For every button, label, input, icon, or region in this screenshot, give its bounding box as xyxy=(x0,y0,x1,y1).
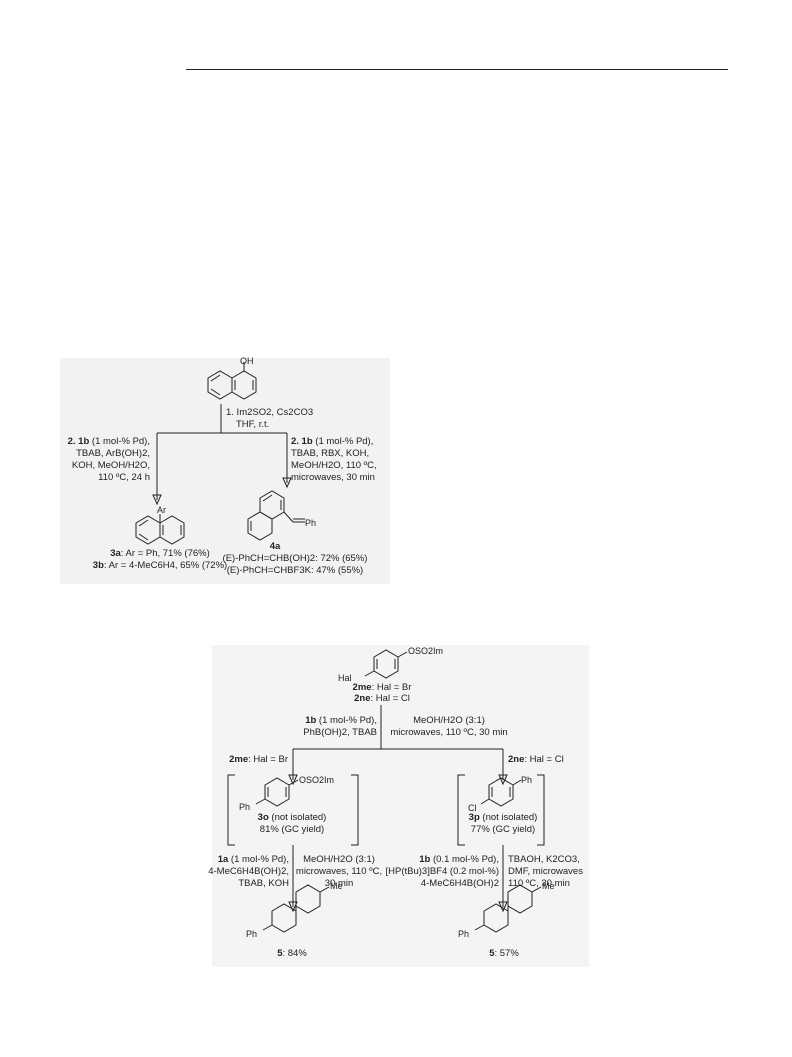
intermediate-3o-structure xyxy=(255,777,299,807)
final-left-me: Me xyxy=(330,881,343,891)
product-4a-label: 4a xyxy=(269,541,281,552)
final-product-right-structure xyxy=(474,884,542,933)
intermediate-3o-substituent: OSO2Im xyxy=(299,775,334,785)
branch-left-label: 2me: Hal = Br xyxy=(229,754,288,765)
cond1-left-line1: 1b (1 mol-% Pd), xyxy=(305,715,377,726)
right-conditions-line1: 2. 1b (1 mol-% Pd), xyxy=(291,436,374,447)
cond2-rightright-line1: TBAOH, K2CO3, xyxy=(508,854,580,865)
product-4a-yield2: (E)-PhCH=CHBF3K: 47% (55%) xyxy=(226,565,364,576)
cond2-left-line3: TBAB, KOH xyxy=(238,878,289,889)
product-4a-yield1: (E)-PhCH=CHB(OH)2: 72% (65%) xyxy=(222,553,368,564)
intermediate-3p-ph: Ph xyxy=(521,775,532,785)
final-right-ph: Ph xyxy=(458,929,469,939)
cond2-right-line2: [HP(tBu)3]BF4 (0.2 mol-%) xyxy=(385,866,500,877)
intermediate-3p-structure xyxy=(480,777,522,807)
ar-label: Ar xyxy=(157,505,166,515)
cond2-left-line2: 4-MeC6H4B(OH)2, xyxy=(208,866,289,877)
left-arrowhead xyxy=(152,494,162,506)
intermediate-3p-cl: Cl xyxy=(468,803,477,813)
right-conditions-line3: MeOH/H2O, 110 ºC, xyxy=(291,460,377,471)
ph-label: Ph xyxy=(305,518,316,528)
step1-conditions: THF, r.t. xyxy=(236,419,270,430)
scheme-naphthol-coupling: OH Ph A xyxy=(60,356,390,584)
final-right-yield: 5: 57% xyxy=(489,948,519,959)
final-left-ph: Ph xyxy=(246,929,257,939)
cond1-right-line2: microwaves, 110 ºC, 30 min xyxy=(390,727,508,738)
cond2-rightright-line3: 110 ºC, 30 min xyxy=(508,878,570,889)
intermediate-3o-label: 3o (not isolated) xyxy=(257,812,327,823)
cond2-leftright-line2: microwaves, 110 ºC, xyxy=(295,866,383,877)
cond2-leftright-line1: MeOH/H2O (3:1) xyxy=(303,854,375,865)
styryl-naphthalene-structure xyxy=(247,490,305,541)
final-product-left-structure xyxy=(262,884,330,933)
start-substituent: OSO2Im xyxy=(408,646,443,656)
aryl-naphthalene-structure xyxy=(135,514,185,545)
oh-label: OH xyxy=(240,356,254,366)
left-conditions-line3: KOH, MeOH/H2O, xyxy=(71,460,150,471)
right-conditions-line2: TBAB, RBX, KOH, xyxy=(291,448,370,459)
intermediate-3o-ph: Ph xyxy=(239,802,250,812)
cond2-right-line1: 1b (0.1 mol-% Pd), xyxy=(419,854,499,865)
start-hal-label: Hal xyxy=(338,673,352,683)
cond1-left-line2: PhB(OH)2, TBAB xyxy=(303,727,377,738)
cond2-right-line3: 4-MeC6H4B(OH)2 xyxy=(420,878,499,889)
intermediate-3p-label: 3p (not isolated) xyxy=(468,812,538,823)
cond1-right-line1: MeOH/H2O (3:1) xyxy=(413,715,485,726)
cond2-left-line1: 1a (1 mol-% Pd), xyxy=(217,854,289,865)
left-conditions-line4: 110 ºC, 24 h xyxy=(98,472,150,483)
step1-reagents: 1. Im2SO2, Cs2CO3 xyxy=(226,407,314,418)
branch-right-label: 2ne: Hal = Cl xyxy=(508,754,564,765)
right-arrowhead xyxy=(282,477,292,489)
start-2ne-label: 2ne: Hal = Cl xyxy=(354,693,410,704)
start-2me-label: 2me: Hal = Br xyxy=(352,682,412,693)
intermediate-3o-yield: 81% (GC yield) xyxy=(259,824,325,835)
product-3a-label: 3a: Ar = Ph, 71% (76%) xyxy=(110,548,210,559)
cond2-leftright-line3: 30 min xyxy=(324,878,354,889)
right-conditions-line4: microwaves, 30 min xyxy=(291,472,375,483)
left-conditions-line2: TBAB, ArB(OH)2, xyxy=(76,448,150,459)
naphthol-structure xyxy=(207,362,257,400)
scheme-biaryl-coupling: OSO2Im Hal OSO2Im Ph Ph xyxy=(208,645,589,967)
scheme1-structures: OH Ph A xyxy=(135,356,316,545)
header-rule xyxy=(186,69,728,70)
start-arene-structure xyxy=(364,649,408,679)
final-right-me: Me xyxy=(542,881,555,891)
product-3b-label: 3b: Ar = 4-MeC6H4, 65% (72%) xyxy=(92,560,228,571)
scheme2-structures: OSO2Im Hal OSO2Im Ph Ph xyxy=(227,646,555,939)
intermediate-3p-yield: 77% (GC yield) xyxy=(470,824,536,835)
left-conditions-line1: 2. 1b (1 mol-% Pd), xyxy=(67,436,150,447)
final-left-yield: 5: 84% xyxy=(277,948,307,959)
cond2-rightright-line2: DMF, microwaves xyxy=(508,866,583,877)
